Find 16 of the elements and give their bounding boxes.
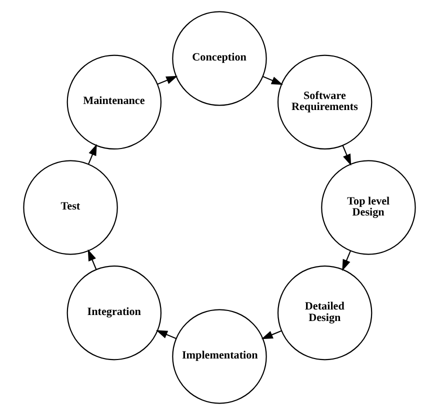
node-circle: Integration: [66, 265, 162, 360]
arrow: [262, 76, 284, 85]
node-circle: Test: [23, 160, 118, 255]
arrow: [157, 76, 178, 85]
node-circle: Maintenance: [66, 54, 162, 150]
arrow: [342, 145, 352, 166]
arrow: [261, 330, 282, 340]
arrow: [88, 249, 97, 270]
node-circle: Software Requirements: [277, 54, 372, 150]
node-circle: Top level Design: [321, 160, 416, 255]
arrow: [88, 144, 97, 164]
node-circle: Implementation: [172, 309, 267, 404]
arrow: [156, 330, 176, 339]
node-circle: Conception: [172, 11, 267, 106]
arrow: [342, 250, 351, 272]
node-circle: Detailed Design: [277, 265, 372, 360]
